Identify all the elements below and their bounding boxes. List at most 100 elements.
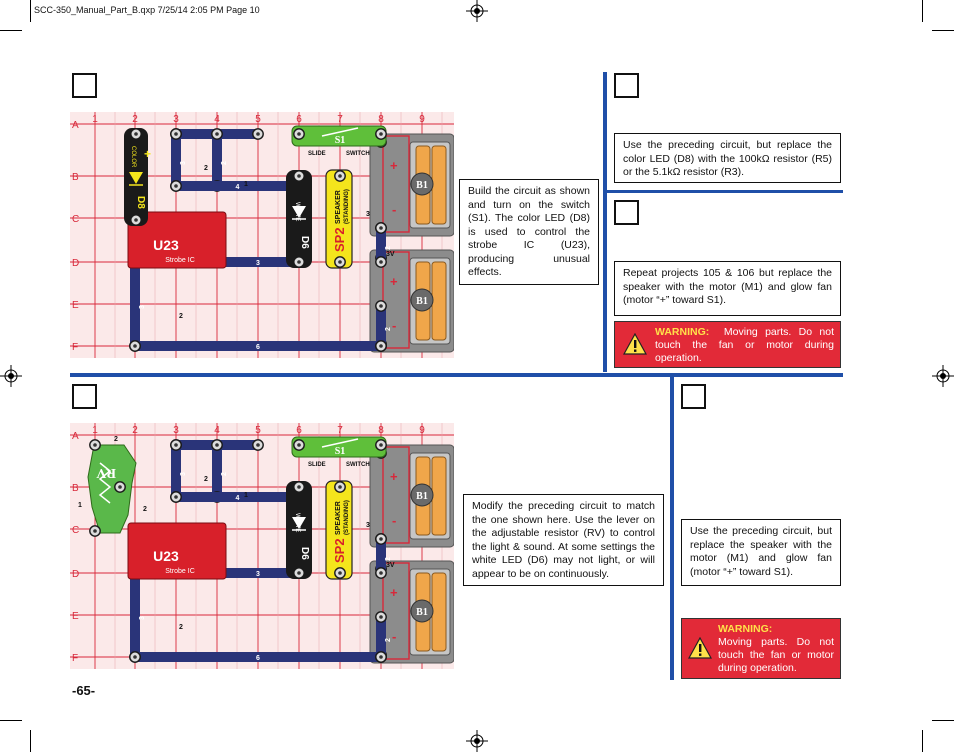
- snap-connector: [256, 443, 260, 447]
- level-label: 2: [114, 436, 118, 443]
- snap-connector: [379, 655, 383, 659]
- snap-connector: [118, 485, 122, 489]
- crop-mark: [922, 0, 923, 22]
- snap-connector: [379, 226, 383, 230]
- section-divider: [670, 377, 674, 680]
- warning-text: Moving parts. Do not touch the fan or mo…: [718, 636, 834, 674]
- section-divider: [607, 190, 843, 193]
- grid-column-label: 5: [255, 425, 261, 436]
- battery-badge: [410, 288, 434, 312]
- snap-connector: [174, 443, 178, 447]
- speaker-sp2: SPEAKER(STANDING)SP2: [325, 169, 353, 269]
- d8-sublabel: COLOR: [130, 146, 136, 168]
- battery-outline: [382, 446, 410, 544]
- warning-text: Moving parts. Do not touch the fan or mo…: [655, 326, 834, 364]
- grid-column-label: 2: [132, 114, 138, 125]
- d8-plus-label: +: [144, 147, 151, 161]
- switch-lever: [321, 127, 359, 137]
- grid-row-label: A: [72, 120, 79, 131]
- adjustable-resistor-rv: RV: [87, 439, 137, 537]
- grid-column-label: 5: [255, 114, 261, 125]
- warning-label: WARNING:: [655, 326, 710, 338]
- snap-connector: [93, 443, 97, 447]
- grid-column-label: 4: [214, 425, 220, 436]
- battery-plus-label: +: [390, 274, 398, 289]
- battery-label: B1: [416, 296, 428, 307]
- crop-mark: [932, 720, 954, 721]
- snap-connector: [338, 571, 342, 575]
- wire-number-label: 3: [180, 472, 187, 476]
- snap-connector: [379, 615, 383, 619]
- project-number-box: [72, 384, 97, 409]
- battery-plus-label: +: [390, 469, 398, 484]
- crop-mark: [0, 30, 22, 31]
- level-label: 3: [366, 522, 370, 529]
- grid-column-label: 4: [214, 114, 220, 125]
- crop-mark: [922, 730, 923, 752]
- level-label: 1: [78, 502, 82, 509]
- level-label: 2: [204, 476, 208, 483]
- s1-label: S1: [335, 135, 346, 146]
- snap-connector: [379, 260, 383, 264]
- wire-number-label: 2: [385, 557, 392, 561]
- snap-connector: [297, 443, 301, 447]
- warning-icon: [688, 636, 712, 659]
- level-label: 2: [143, 506, 147, 513]
- section-divider: [603, 72, 607, 372]
- project-description: Use the preceding circuit, but replace t…: [681, 519, 841, 586]
- battery-badge: [410, 599, 434, 623]
- battery-minus-label: -: [392, 202, 396, 217]
- registration-mark-icon: [0, 365, 22, 387]
- d6-sublabel: WHITE: [294, 513, 300, 532]
- warning-icon: [623, 332, 647, 355]
- snap-connector: [174, 495, 178, 499]
- adjustable-resistor-rv: [87, 444, 137, 534]
- warning-label: WARNING:: [718, 623, 773, 635]
- crop-mark: [932, 30, 954, 31]
- led-symbol: [292, 206, 306, 218]
- project-number-box: [72, 73, 97, 98]
- battery-cell: [431, 145, 447, 225]
- snap-connector: [297, 132, 301, 136]
- battery-label: B1: [416, 491, 428, 502]
- battery-cell: [431, 572, 447, 652]
- wire-number-label: 2: [221, 161, 228, 165]
- wire-number-label: 3: [139, 305, 146, 309]
- snap-connector: [338, 485, 342, 489]
- u23-sublabel: Strobe IC: [165, 568, 195, 575]
- battery-minus-label: -: [392, 513, 396, 528]
- circuit-diagram-strobe-adjustable-resistor: 123456789ABCDEF+-B1+-3VB1532436322S1SLID…: [70, 423, 454, 669]
- grid-column-label: 8: [378, 114, 384, 125]
- battery-plus-label: +: [390, 585, 398, 600]
- level-label: 2: [179, 624, 183, 631]
- snap-connector: [379, 132, 383, 136]
- grid-row-label: B: [72, 483, 79, 494]
- resistor-symbol: [98, 462, 112, 504]
- snap-connector: [297, 174, 301, 178]
- grid-row-label: A: [72, 431, 79, 442]
- battery-voltage-label: 3V: [386, 251, 395, 258]
- battery-plus-label: +: [390, 158, 398, 173]
- wire-number-label: 6: [256, 655, 260, 662]
- battery-minus-label: -: [392, 318, 396, 333]
- snap-connector: [215, 132, 219, 136]
- d8-label: D8: [135, 196, 146, 209]
- led-symbol: [129, 172, 143, 184]
- u23-label: U23: [153, 237, 179, 253]
- crop-mark: [30, 0, 31, 22]
- grid-row-label: F: [72, 342, 78, 353]
- sp2-sublabel: (STANDING): [344, 500, 350, 535]
- battery-cell: [431, 261, 447, 341]
- grid-row-label: D: [72, 569, 79, 580]
- speaker-sp2: [325, 480, 353, 580]
- project-description: Repeat projects 105 & 106 but replace th…: [614, 261, 841, 316]
- grid-column-label: 6: [296, 114, 302, 125]
- snap-connector: [174, 184, 178, 188]
